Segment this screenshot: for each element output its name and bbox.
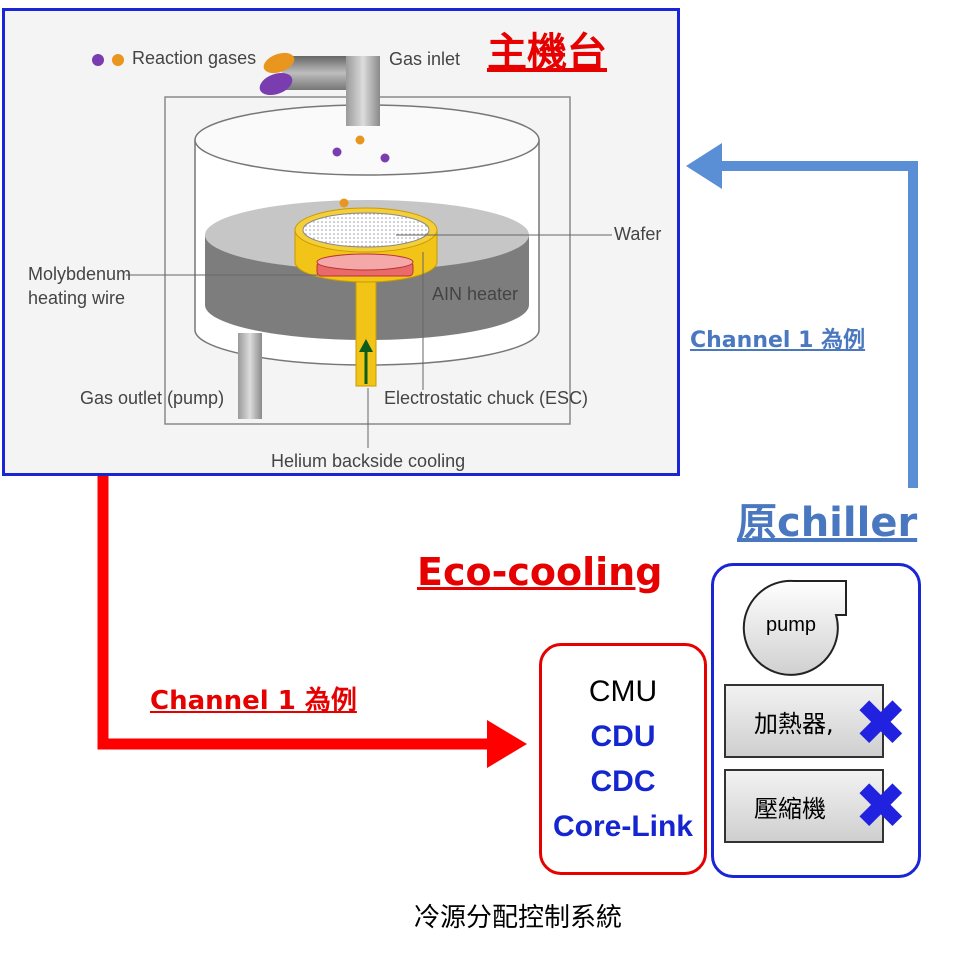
gas-inlet-label: Gas inlet — [389, 49, 461, 69]
chiller-channel-label: Channel 1 為例 — [690, 328, 866, 353]
compressor-component: 壓縮機 — [724, 769, 884, 843]
gas-outlet-label: Gas outlet (pump) — [80, 388, 225, 408]
chiller-flow-arrow — [716, 161, 918, 488]
eco-arrow-head — [487, 720, 527, 768]
compressor-removed-x-icon: ✖ — [854, 770, 908, 844]
heater-removed-x-icon: ✖ — [854, 687, 908, 761]
eco-item-cdu: CDU — [590, 720, 656, 753]
eco-item-core-link: Core-Link — [552, 810, 693, 843]
legend-dot-orange — [112, 54, 124, 66]
wafer — [302, 212, 430, 248]
eco-item-cmu: CMU — [588, 675, 658, 708]
ain-heater-label: AIN heater — [432, 284, 519, 304]
eco-flow-arrow — [97, 476, 490, 750]
process-chamber-diagram — [92, 52, 612, 448]
chiller-arrow-head — [686, 143, 722, 189]
gas-outlet-pipe — [238, 333, 262, 419]
eco-item-cdc: CDC — [590, 765, 656, 798]
pump-label: pump — [766, 614, 817, 636]
molybdenum-label-1: Molybdenum — [28, 264, 132, 284]
gas-blob-orange — [263, 52, 295, 74]
molybdenum-label-2: heating wire — [28, 288, 126, 308]
gas-blob-purple — [259, 72, 293, 96]
wafer-label: Wafer — [614, 224, 662, 244]
eco-channel-label: Channel 1 為例 — [150, 686, 357, 716]
eco-cooling-title: Eco-cooling — [417, 550, 663, 594]
reaction-gases-label: Reaction gases — [132, 48, 257, 68]
legend-dot-purple — [92, 54, 104, 66]
esc-label: Electrostatic chuck (ESC) — [384, 388, 589, 408]
chiller-title: 原chiller — [737, 500, 918, 546]
eco-control-box: CMU CDU CDC Core-Link — [539, 643, 707, 875]
pump-icon — [742, 579, 847, 676]
heater-component: 加熱器, — [724, 684, 884, 758]
control-system-caption: 冷源分配控制系統 — [414, 903, 623, 933]
helium-label: Helium backside cooling — [271, 451, 466, 471]
helium-arrow — [359, 339, 373, 352]
equipment-title: 主機台 — [487, 30, 607, 76]
gas-inlet-pipe-v — [346, 56, 380, 126]
